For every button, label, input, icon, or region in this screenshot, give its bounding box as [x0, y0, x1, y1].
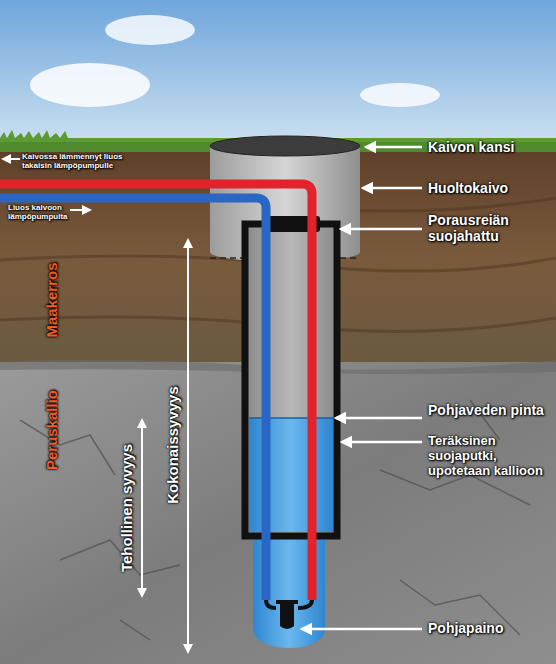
layer-label: Maakerros: [43, 262, 60, 337]
sky: [0, 0, 556, 150]
cloud: [105, 15, 195, 45]
warm-pipe: [0, 184, 312, 600]
steel-casing: [245, 224, 337, 536]
flow-arrow: [70, 209, 90, 211]
depth-dimension: [187, 240, 189, 652]
leader-arrow: [336, 417, 422, 420]
dimension-label: Kokonaissyvyys: [164, 386, 181, 504]
part-label: Pohjaveden pinta: [428, 402, 550, 418]
leader-arrow: [302, 628, 422, 631]
leader-arrow: [363, 187, 422, 190]
weight-joint: [266, 600, 312, 608]
part-label: Kaivon kansi: [428, 139, 550, 155]
bottom-weight: [276, 600, 298, 629]
cloud: [360, 83, 440, 107]
part-label: Pohjapaino: [428, 620, 550, 636]
flow-note: Liuos kaivoon lämpöpumpulta: [8, 203, 68, 221]
leader-arrow: [366, 146, 422, 149]
flow-arrow: [3, 158, 20, 160]
dimension-label: Tehollinen syvyys: [118, 444, 135, 572]
cloud: [30, 63, 150, 107]
cold-pipe: [0, 198, 266, 600]
depth-dimension: [141, 420, 143, 596]
part-label: Porausreiän suojahattu: [428, 212, 550, 244]
flow-note: Kaivossa lämmennyt liuos takaisin lämpöp…: [22, 152, 134, 170]
leader-arrow: [341, 228, 422, 231]
well-cover: [210, 136, 360, 156]
layer-label: Peruskallio: [43, 390, 60, 470]
part-label: Huoltokaivo: [428, 180, 550, 196]
part-label: Teräksinen suojaputki, upotetaan kallioo…: [428, 434, 550, 479]
leader-arrow: [342, 441, 422, 444]
